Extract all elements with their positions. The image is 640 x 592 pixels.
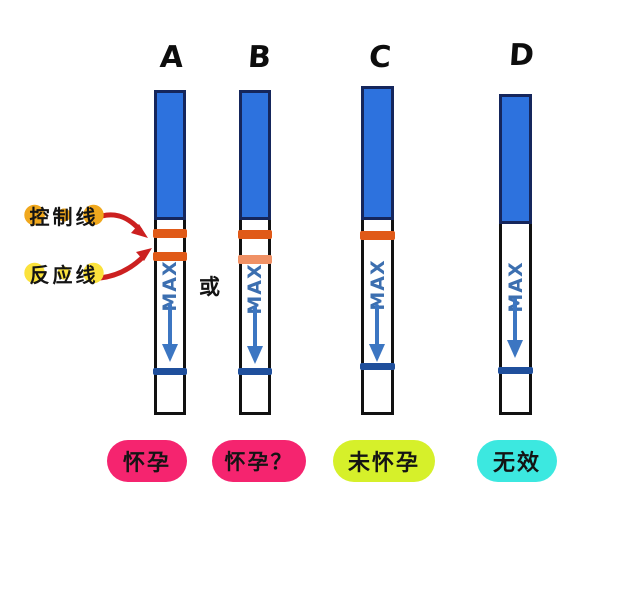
strip-a-max-label: MAX <box>159 260 181 312</box>
result-badge-b: 怀孕？ <box>212 440 306 482</box>
test-strip-b: MAX <box>238 90 272 415</box>
result-badge-a-label: 怀孕 <box>122 451 171 476</box>
strip-b-reaction-band-faint <box>238 255 272 264</box>
strip-c-max-line <box>360 363 395 370</box>
annotation-reaction-line-label: 反应线 <box>29 262 99 287</box>
strip-b-max-line <box>238 368 272 375</box>
strip-d-max-line <box>498 367 533 374</box>
strip-letter-d: D <box>507 38 536 73</box>
strip-c-control-band <box>360 231 395 240</box>
strip-a-reaction-band <box>153 252 187 261</box>
or-separator-label: 或 <box>199 275 220 299</box>
result-badge-a: 怀孕 <box>107 440 187 482</box>
strip-a-control-band <box>153 229 187 238</box>
strip-letter-a: A <box>158 40 185 75</box>
result-badge-d: 无效 <box>477 440 557 482</box>
annotation-reaction-line: 反应线 <box>18 256 110 290</box>
strip-b-max-label: MAX <box>244 263 266 315</box>
strip-b-blue-pad <box>239 90 271 220</box>
strip-a-blue-pad <box>154 90 186 220</box>
strip-letter-b: B <box>246 40 273 75</box>
result-badge-c-label: 未怀孕 <box>347 451 420 476</box>
result-badge-b-label: 怀孕？ <box>224 450 294 474</box>
test-strip-d: MAX <box>498 94 533 415</box>
strip-b-control-band <box>238 230 272 239</box>
test-strip-c: MAX <box>360 86 395 415</box>
strip-a-max-line <box>153 368 187 375</box>
strip-c-blue-pad <box>361 86 394 220</box>
strip-d-blue-pad <box>499 94 532 224</box>
annotation-control-line-label: 控制线 <box>29 204 99 229</box>
test-strip-a: MAX <box>153 90 187 415</box>
strip-c-max-label: MAX <box>367 259 389 311</box>
result-badge-c: 未怀孕 <box>333 440 435 482</box>
result-badge-d-label: 无效 <box>492 451 541 476</box>
strip-d-max-label: MAX <box>505 261 527 313</box>
annotation-control-line: 控制线 <box>18 198 110 232</box>
strip-letter-c: C <box>367 40 393 75</box>
